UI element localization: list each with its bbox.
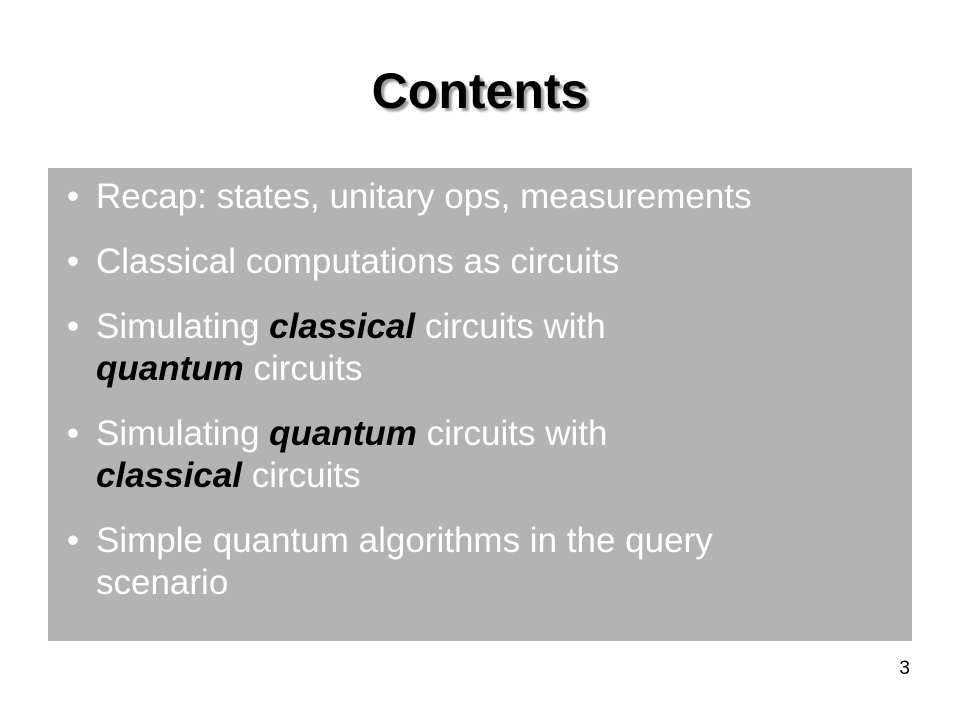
bullet-text-part: circuits with [415, 307, 606, 346]
bullet-item-simulating-quantum: • Simulating quantum circuits with classi… [48, 413, 912, 497]
bullet-dot-icon: • [66, 177, 80, 216]
bullet-item-simulating-classical: • Simulating classical circuits with quan… [48, 306, 912, 390]
bullet-text-part: circuits [241, 456, 361, 495]
bullet-dot-icon: • [66, 307, 80, 346]
bullet-text: Simulating classical circuits with quantu… [96, 307, 606, 388]
bullet-text: Classical computations as circuits [96, 242, 620, 281]
bullet-text: Simulating quantum circuits with classica… [96, 414, 608, 495]
bullet-item-recap: • Recap: states, unitary ops, measuremen… [48, 176, 912, 218]
bullet-text-part: Simulating [96, 414, 270, 453]
bullet-emphasis: classical [269, 307, 416, 346]
bullet-text: Recap: states, unitary ops, measurements [96, 177, 752, 216]
bullet-dot-icon: • [66, 414, 80, 453]
bullet-text-part: Simple quantum algorithms in the query [96, 521, 713, 560]
bullet-text-part: Simulating [96, 307, 270, 346]
bullet-text-part: circuits with [416, 414, 608, 453]
bullet-emphasis: quantum [96, 349, 244, 388]
bullet-emphasis: quantum [269, 414, 417, 453]
contents-box: • Recap: states, unitary ops, measuremen… [48, 168, 912, 641]
bullet-dot-icon: • [66, 521, 80, 560]
slide-title: Contents [371, 63, 589, 119]
bullet-list: • Recap: states, unitary ops, measuremen… [48, 176, 912, 627]
page-number: 3 [899, 658, 910, 679]
bullet-dot-icon: • [66, 242, 80, 281]
bullet-text-part: circuits [243, 349, 363, 388]
bullet-item-simple-quantum-algorithms: • Simple quantum algorithms in the query… [48, 520, 912, 604]
bullet-text-part: scenario [96, 563, 229, 602]
bullet-emphasis: classical [96, 456, 242, 495]
bullet-item-classical-computations: • Classical computations as circuits [48, 241, 912, 283]
